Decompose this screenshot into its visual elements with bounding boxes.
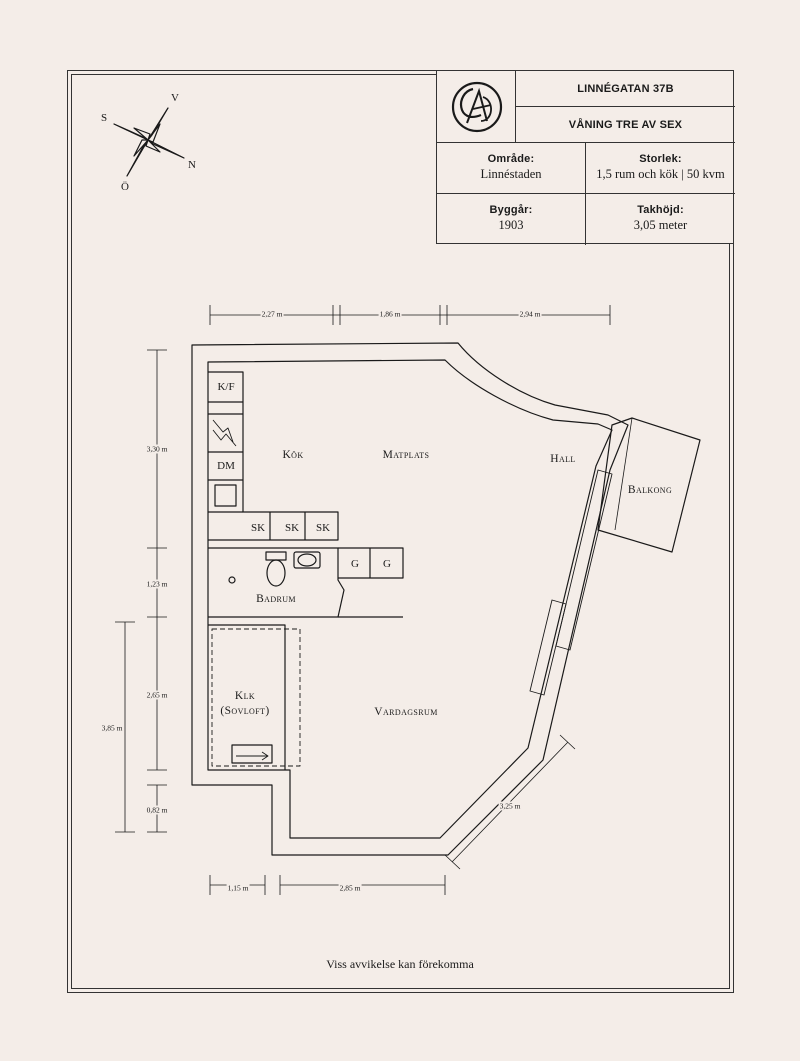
room-balcony: Balkong — [627, 484, 673, 496]
dim-top-3: 2,94 m — [518, 309, 542, 319]
dim-left-3: 2,65 m — [145, 690, 169, 700]
size-value: 1,5 rum och kök | 50 kvm — [596, 167, 725, 181]
room-kitchen: Kök — [282, 449, 304, 461]
disclaimer-text: Viss avvikelse kan förekomma — [326, 957, 474, 971]
inner-frame — [71, 74, 730, 989]
room-bathroom: Badrum — [256, 593, 296, 605]
ceiling-value: 3,05 meter — [633, 218, 688, 232]
built-cell: Byggår: 1903 — [437, 194, 586, 245]
fixture-cabinet-1: SK — [250, 522, 266, 534]
address-title: LINNÉGATAN 37B — [577, 83, 674, 95]
area-cell: Område: Linnéstaden — [437, 143, 586, 194]
compass-rose-icon — [113, 107, 185, 177]
dim-top-2: 1,86 m — [378, 309, 402, 319]
ceiling-cell: Takhöjd: 3,05 meter — [586, 194, 735, 245]
compass-north: V — [171, 92, 179, 104]
room-hall: Hall — [550, 453, 576, 465]
balcony-outline — [597, 417, 701, 553]
room-living: Vardagsrum — [374, 706, 438, 718]
dim-left-2: 1,23 m — [145, 579, 169, 589]
dim-left-outer: 3,85 m — [100, 723, 124, 733]
size-cell: Storlek: 1,5 rum och kök | 50 kvm — [586, 143, 735, 194]
dim-bottom-1: 1,15 m — [226, 883, 250, 893]
address-cell: LINNÉGATAN 37B — [516, 71, 735, 107]
floor-title: VÅNING TRE AV SEX — [568, 119, 683, 131]
fixture-wardrobe-2: G — [383, 558, 391, 570]
compass-south: Ö — [121, 181, 129, 193]
room-dining: Matplats — [382, 449, 430, 461]
fixture-dishwasher: DM — [217, 460, 235, 472]
fixture-cabinet-3: SK — [315, 522, 331, 534]
inner-wall — [207, 359, 613, 839]
area-label: Område: — [487, 153, 535, 165]
area-value: Linnéstaden — [480, 167, 542, 181]
compass-west: S — [100, 112, 108, 124]
dim-bottom-2: 2,85 m — [338, 883, 362, 893]
dim-left-1: 3,30 m — [145, 444, 169, 454]
dim-left-4: 0,82 m — [145, 805, 169, 815]
dim-diagonal: 3,25 m — [498, 801, 522, 811]
floor-cell: VÅNING TRE AV SEX — [516, 107, 735, 143]
room-closet-sub: (Sovloft) — [220, 705, 270, 717]
fixture-fridge: K/F — [217, 381, 235, 393]
outer-frame — [67, 70, 734, 993]
dim-top-1: 2,27 m — [260, 309, 284, 319]
built-value: 1903 — [498, 218, 524, 232]
fixture-wardrobe-1: G — [351, 558, 359, 570]
room-closet: Klk — [234, 690, 256, 702]
info-table: LINNÉGATAN 37B VÅNING TRE AV SEX Område:… — [436, 70, 735, 245]
fixture-cabinet-2: SK — [284, 522, 300, 534]
compass-east: N — [188, 159, 196, 171]
outer-wall — [191, 342, 629, 856]
ceiling-label: Takhöjd: — [637, 204, 684, 216]
size-label: Storlek: — [639, 153, 682, 165]
monogram-logo-icon — [451, 81, 503, 133]
logo-cell — [437, 71, 516, 143]
built-label: Byggår: — [489, 204, 533, 216]
